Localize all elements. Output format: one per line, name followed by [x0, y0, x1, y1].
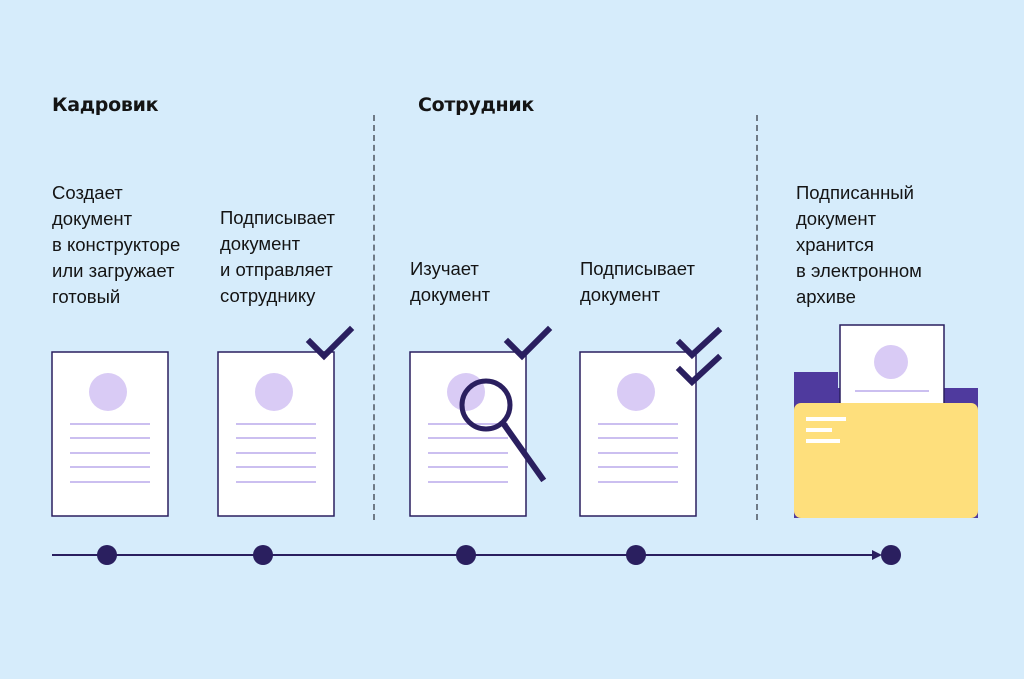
- section-divider: [756, 115, 758, 520]
- check-icon: [675, 326, 723, 360]
- document-magnifier-icon: [409, 325, 553, 517]
- document-check-icon: [217, 325, 355, 517]
- document-double-check-icon: [579, 326, 723, 517]
- timeline-node: [97, 545, 117, 565]
- timeline-arrowhead: [872, 550, 882, 560]
- check-icon: [503, 325, 553, 361]
- step-1-text: Создает документ в конструкторе или загр…: [52, 182, 181, 307]
- section-divider: [373, 115, 375, 520]
- folder-archive-icon: [794, 324, 978, 518]
- check-icon: [675, 353, 723, 387]
- step-3-text: Изучает документ: [410, 258, 491, 305]
- timeline: [52, 545, 901, 565]
- step-5-text: Подписанный документ хранится в электрон…: [796, 182, 922, 307]
- document-icon: [51, 351, 169, 517]
- step-4-text: Подписывает документ: [580, 258, 695, 305]
- timeline-node: [456, 545, 476, 565]
- magnifier-icon: [459, 378, 547, 483]
- check-icon: [305, 325, 355, 361]
- step-2-text: Подписывает документ и отправляет сотруд…: [220, 207, 335, 306]
- role-label-employee: Сотрудник: [418, 94, 534, 116]
- timeline-node: [253, 545, 273, 565]
- timeline-node: [626, 545, 646, 565]
- timeline-node: [881, 545, 901, 565]
- role-label-hr: Кадровик: [52, 94, 159, 116]
